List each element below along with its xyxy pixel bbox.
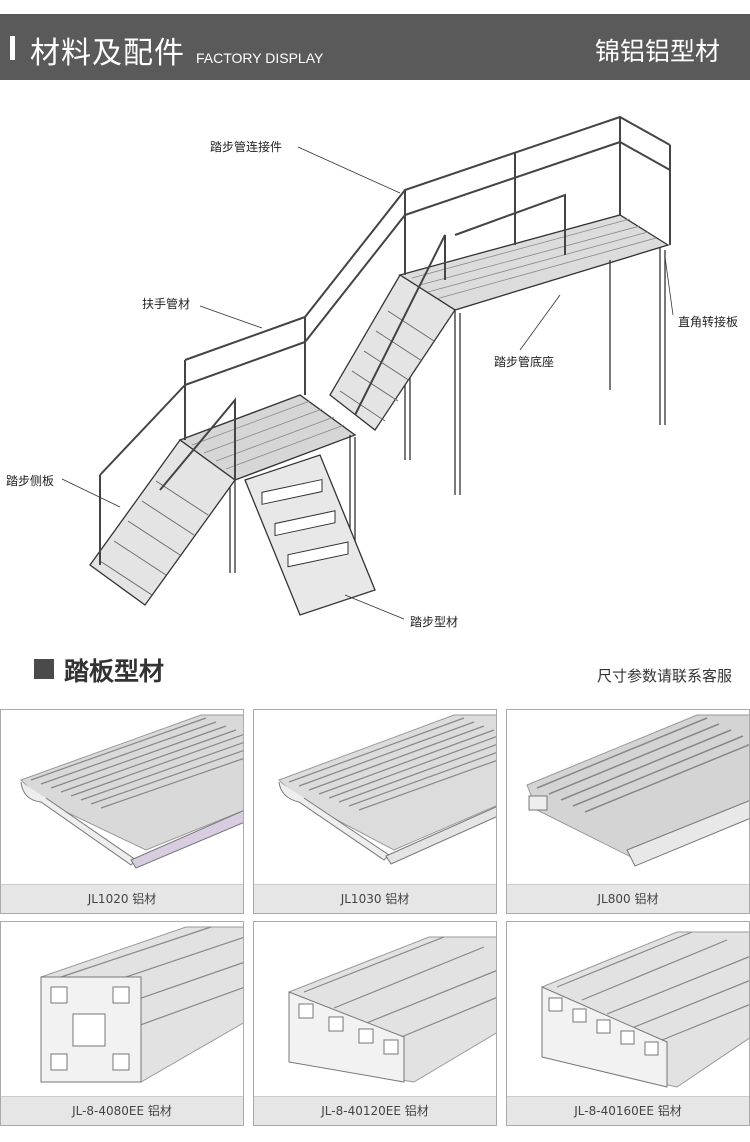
product-caption: JL1020 铝材 [1, 884, 243, 913]
product-caption: JL800 铝材 [507, 884, 749, 913]
header-accent-bar [10, 36, 15, 60]
section-title: 踏板型材 [64, 657, 165, 686]
product-card[interactable]: JL800 铝材 [506, 709, 750, 914]
product-card[interactable]: JL-8-4080EE 铝材 [0, 921, 244, 1126]
product-card[interactable]: JL-8-40160EE 铝材 [506, 921, 750, 1126]
section-square-icon [34, 659, 54, 679]
header-title: 材料及配件 [30, 36, 185, 71]
product-caption: JL-8-40160EE 铝材 [507, 1096, 749, 1125]
header-bar: 材料及配件 FACTORY DISPLAY 锦铝铝型材 [0, 14, 750, 80]
section-note: 尺寸参数请联系客服 [596, 667, 732, 685]
left-flight [89, 439, 236, 606]
stair-drawing [61, 115, 674, 620]
stair-diagram: 踏步管连接件 扶手管材 踏步侧板 踏步管底座 直角转接板 踏步型材 [0, 95, 750, 655]
callout-step-profile: 踏步型材 [410, 615, 459, 629]
product-card[interactable]: JL1020 铝材 [0, 709, 244, 914]
callout-side-plate: 踏步侧板 [6, 474, 55, 488]
upper-flight [329, 274, 456, 431]
header-subtitle: FACTORY DISPLAY [196, 50, 324, 66]
product-caption: JL-8-4080EE 铝材 [1, 1096, 243, 1125]
product-card[interactable]: JL1030 铝材 [253, 709, 497, 914]
product-image [20, 714, 243, 869]
product-caption: JL1030 铝材 [254, 884, 496, 913]
header-brand: 锦铝铝型材 [594, 37, 720, 66]
callout-corner-plate: 直角转接板 [678, 315, 739, 329]
callout-base: 踏步管底座 [494, 355, 555, 369]
product-caption: JL-8-40120EE 铝材 [254, 1096, 496, 1125]
callout-connector: 踏步管连接件 [210, 140, 283, 154]
callout-handrail: 扶手管材 [142, 297, 191, 311]
product-image [541, 931, 749, 1088]
product-card[interactable]: JL-8-40120EE 铝材 [253, 921, 497, 1126]
product-image [526, 714, 749, 867]
section-header: 踏板型材 尺寸参数请联系客服 [0, 650, 750, 695]
product-image [288, 936, 496, 1083]
product-image [278, 714, 496, 865]
product-image [40, 926, 243, 1083]
